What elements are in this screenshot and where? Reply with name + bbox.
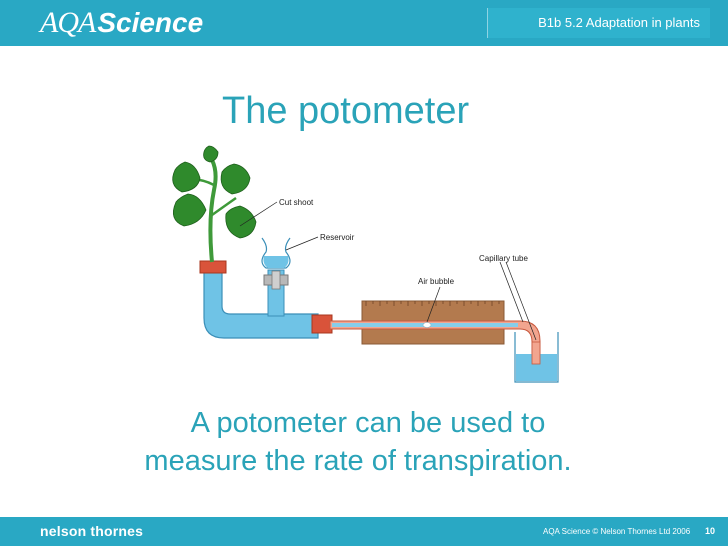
footer-bar: nelson thornes AQA Science © Nelson Thor… [0,517,728,546]
beaker [514,332,559,383]
page-number: 10 [705,526,716,536]
caption-line-1: A potometer can be used to [190,407,546,439]
shoot-bung [199,260,227,274]
scale-ticks [365,301,500,306]
plant-stem [208,159,218,263]
logo-science-text: Science [97,7,204,38]
tap-handle [271,270,281,290]
plant-branch [211,196,237,217]
label-air-bubble: Air bubble [418,277,455,286]
main-tube [203,269,319,339]
connector-bung [311,314,333,334]
logo-aqa-text: AQA [40,6,96,39]
label-reservoir: Reservoir [320,233,355,242]
label-cut-shoot: Cut shoot [279,198,314,207]
slide-title: The potometer [222,90,470,132]
copyright-text: AQA Science © Nelson Thornes Ltd 2006 [543,527,691,536]
capillary-end [531,341,541,365]
aqa-science-logo: AQA Science [40,6,203,40]
slide-caption: A potometer can be used to measure the r… [118,404,598,480]
topic-tab: B1b 5.2 Adaptation in plants [487,8,710,38]
label-leaders [239,201,537,341]
caption-line-2: measure the rate of transpiration. [144,445,572,477]
topic-label: B1b 5.2 Adaptation in plants [538,15,700,30]
reservoir-water [263,256,289,268]
header-bar: AQA Science B1b 5.2 Adaptation in plants [0,0,728,46]
nelson-thornes-logo: nelson thornes [40,523,144,539]
plant-leaves [172,145,257,239]
air-bubble [422,322,432,328]
label-capillary-tube: Capillary tube [479,254,528,263]
